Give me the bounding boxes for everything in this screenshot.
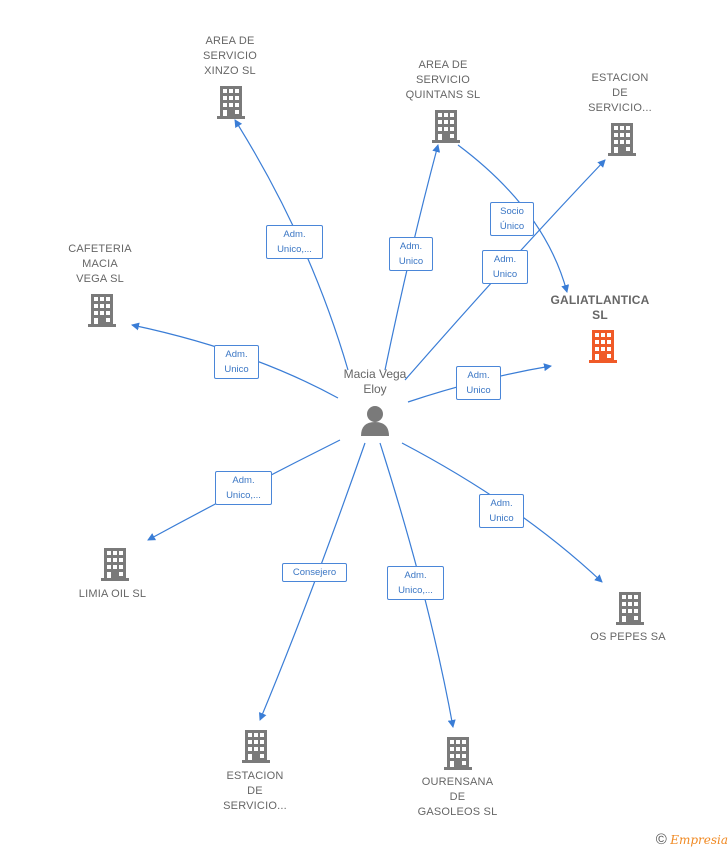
edge-label-limia[interactable]: Adm. Unico,...	[215, 471, 272, 505]
edge-label-xinzo[interactable]: Adm. Unico,...	[266, 225, 323, 259]
company-ourensana[interactable]: OURENSANA DE GASOLEOS SL	[417, 776, 498, 818]
person-name[interactable]: Macia Vega Eloy	[343, 367, 407, 396]
edge-label-quintans[interactable]: Adm. Unico	[389, 237, 433, 271]
edge-label-socio[interactable]: Socio Único	[490, 202, 534, 236]
company-area-quintans[interactable]: AREA DE SERVICIO QUINTANS SL	[405, 59, 481, 101]
building-icon	[242, 730, 270, 763]
company-area-xinzo[interactable]: AREA DE SERVICIO XINZO SL	[203, 35, 257, 77]
company-estacion-bottom[interactable]: ESTACION DE SERVICIO...	[223, 770, 287, 812]
person-icon	[361, 406, 389, 436]
edge-label-ourensana[interactable]: Adm. Unico,...	[387, 566, 444, 600]
building-icon	[101, 548, 129, 581]
company-estacion-top[interactable]: ESTACION DE SERVICIO...	[588, 72, 652, 114]
edge-estacion-bottom	[258, 442, 366, 721]
edge-label-galiatlantica[interactable]: Adm. Unico	[456, 366, 501, 400]
edge-label-os-pepes[interactable]: Adm. Unico	[479, 494, 524, 528]
edge-label-estacion-bottom[interactable]: Consejero	[282, 563, 347, 582]
company-galiatlantica[interactable]: GALIATLANTICA SL	[550, 293, 650, 322]
company-os-pepes[interactable]: OS PEPES SA	[590, 631, 666, 643]
building-icon	[608, 123, 636, 156]
company-cafeteria[interactable]: CAFETERIA MACIA VEGA SL	[68, 243, 132, 285]
copyright-icon: ©	[655, 831, 667, 848]
footer-brand: © Empresia	[656, 831, 728, 848]
brand-logo: Empresia	[670, 833, 728, 847]
building-icon	[444, 737, 472, 770]
edge-label-estacion-top[interactable]: Adm. Unico	[482, 250, 528, 284]
edge-label-cafeteria[interactable]: Adm. Unico	[214, 345, 259, 379]
building-icon-focus	[589, 330, 617, 363]
company-limia[interactable]: LIMIA OIL SL	[78, 588, 147, 600]
building-icon	[432, 110, 460, 143]
building-icon	[217, 86, 245, 119]
building-icon	[88, 294, 116, 327]
building-icon	[616, 592, 644, 625]
